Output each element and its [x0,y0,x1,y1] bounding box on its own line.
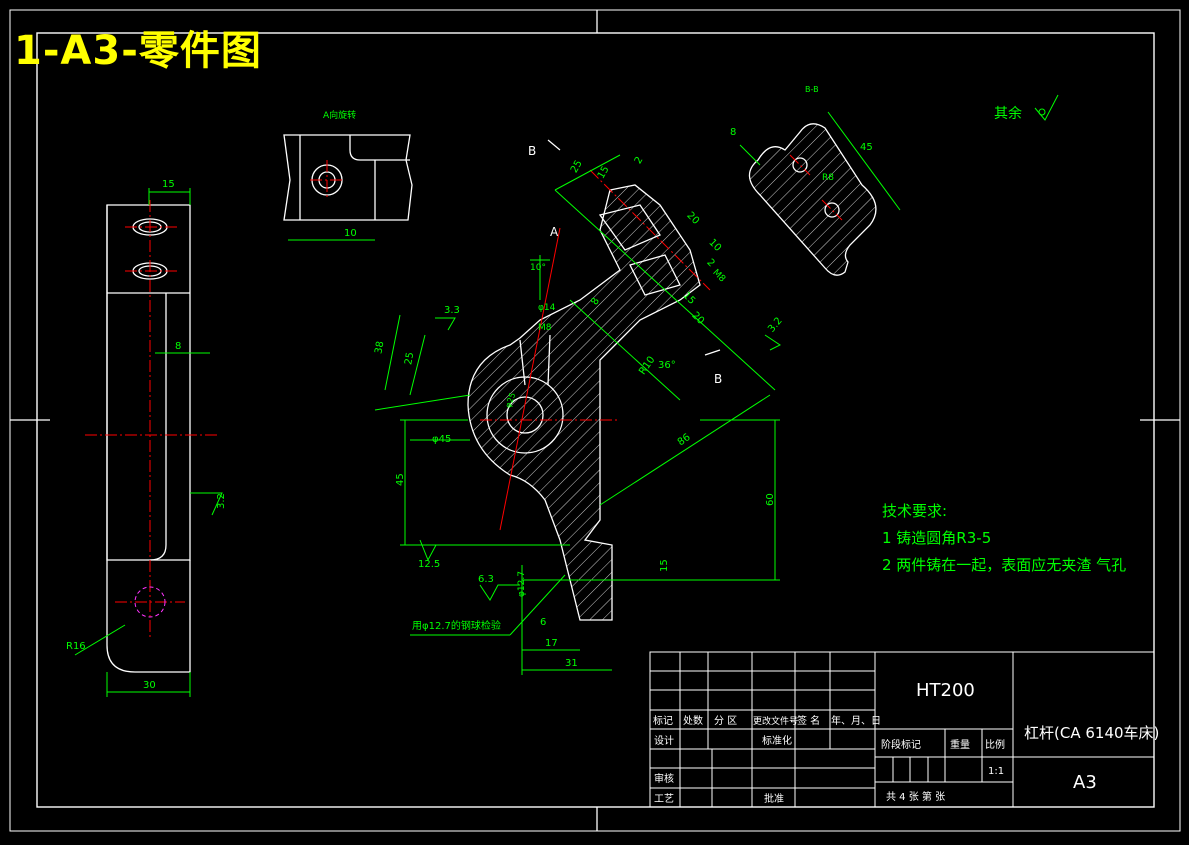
row-design: 设计 [654,734,674,747]
scale-label: 比例 [985,738,1005,751]
dim-m-8: 8 [589,296,602,307]
dim-m-10: 10 [706,237,723,254]
roughness-circle [1038,108,1046,116]
dim-bb-8: 8 [730,127,736,138]
main-lever-view [374,139,781,675]
dim-left-r16: R16 [66,641,86,652]
dim-m-6: 6 [540,617,546,628]
dim-m-25b: 25 [403,351,416,365]
row-standard: 标准化 [762,734,792,747]
row-review: 审核 [654,772,674,785]
dim-m-m8: M8 [710,268,727,285]
tech-req-item-1: 1 铸造圆角R3-5 [882,529,991,547]
dim-left-30: 30 [143,680,156,691]
dim-a-10: 10 [344,228,357,239]
col-doc: 更改文件号 [753,715,798,727]
dim-m-36deg: 36° [658,360,676,371]
dim-m-31: 31 [565,658,578,669]
steel-ball-note: 用φ12.7的钢球检验 [412,619,501,632]
page-title: 1-A3-零件图 [14,28,262,74]
col-date: 年、月、日 [831,714,881,727]
a-rotate-label: A向旋转 [323,109,356,121]
dim-m-25: 25 [569,159,585,176]
dim-m-38: 38 [373,340,386,354]
left-side-view [74,188,223,697]
roughness-symbol [1034,94,1059,121]
dim-m-phi45: φ45 [432,434,451,445]
dim-m-10deg: 10° [530,263,546,273]
dim-m-phi14: φ14 [538,303,556,313]
dim-left-15: 15 [162,179,175,190]
dim-m-m8b: M8 [538,323,552,333]
title-block [649,651,1155,808]
dim-m-63: 6.3 [478,574,494,585]
dim-m-20b: 20 [689,310,706,327]
part-name: 杠杆(CA 6140车床) [1024,724,1159,742]
sheet-size: A3 [1073,772,1097,793]
col-mark: 标记 [653,715,673,727]
weight-label: 重量 [950,738,970,751]
row-process: 工艺 [654,793,674,805]
dim-m-2b: 2 [704,257,716,269]
stage-mark: 阶段标记 [881,738,921,751]
section-bb-label: B-B [805,85,819,94]
roughness-rest: 其余 [994,105,1022,122]
dim-m-86: 86 [676,432,693,448]
sheet-count: 共 4 张 第 张 [886,790,945,803]
dim-left-32: 3.2 [216,493,227,509]
cut-b-bottom: B [714,372,722,386]
cut-b-top: B [528,144,536,158]
bb-section-view [739,111,901,276]
tech-req-item-2: 2 两件铸在一起，表面应无夹渣 气孔 [882,556,1126,574]
col-sign: 签 名 [797,714,820,727]
dim-m-r10: R10 [637,355,657,377]
dim-m-17: 17 [545,638,558,649]
col-zone: 分 区 [714,715,737,727]
dim-bb-45: 45 [860,142,873,153]
dim-m-phi127: φ12.7 [517,571,527,597]
dim-m-15c: 15 [659,559,670,572]
dim-bb-r8: R8 [822,173,834,183]
dim-m-45: 45 [395,473,406,486]
tech-req-title: 技术要求: [882,502,947,520]
dim-m-2: 2 [633,155,646,166]
a-direction-view [283,134,413,241]
dim-m-32: 3.2 [766,315,785,334]
dim-m-60: 60 [765,493,776,506]
dim-m-125: 12.5 [418,559,440,570]
scale-value: 1:1 [988,766,1004,777]
dim-m-20a: 20 [684,210,701,227]
dim-m-33: 3.3 [444,305,460,316]
dim-left-8: 8 [175,341,181,352]
cut-a: A [550,225,559,239]
material: HT200 [916,680,975,701]
col-qty: 处数 [683,714,703,727]
row-approve: 批准 [764,792,784,805]
